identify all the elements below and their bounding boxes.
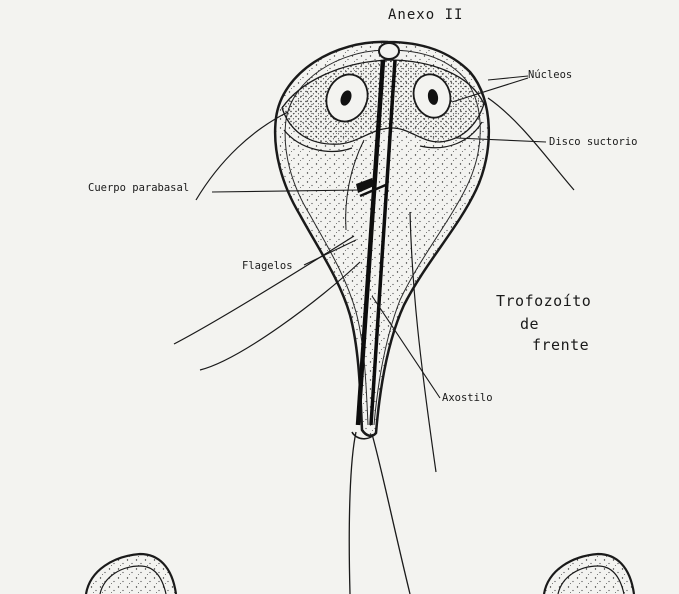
tail — [349, 432, 356, 594]
label-disco-suctorio: Disco suctorio — [549, 137, 638, 148]
page-title: Anexo II — [388, 8, 463, 22]
label-nucleos: Núcleos — [528, 70, 572, 81]
basal-body — [379, 43, 399, 59]
caption-line-3: frente — [532, 338, 589, 353]
partial-cell-left — [86, 554, 176, 594]
label-flagelos: Flagelos — [242, 261, 293, 272]
caption-line-1: Trofozoíto — [496, 294, 591, 309]
partial-cell-right — [544, 554, 634, 594]
caption-line-2: de — [520, 317, 539, 332]
label-cuerpo-parabasal: Cuerpo parabasal — [88, 183, 189, 194]
label-axostilo: Axostilo — [442, 393, 493, 404]
tail-right — [372, 434, 410, 594]
